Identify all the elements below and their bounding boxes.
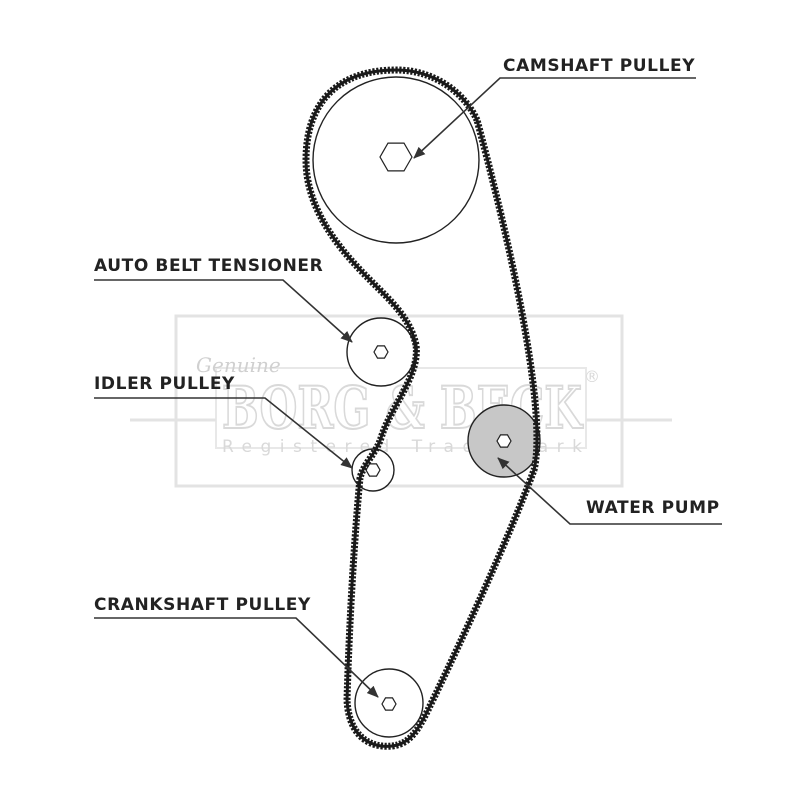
timing-belt-inner xyxy=(304,68,539,748)
water-pump-leader xyxy=(497,457,722,525)
crankshaft-hub-hexagon xyxy=(381,697,397,711)
tensioner-label: AUTO BELT TENSIONER xyxy=(94,256,323,276)
water-pump-hub-hexagon xyxy=(496,434,512,448)
timing-belt xyxy=(302,66,541,750)
tensioner-hub-hexagon xyxy=(373,345,389,359)
camshaft-label: CAMSHAFT PULLEY xyxy=(503,56,695,76)
watermark-registered-mark: ® xyxy=(584,367,600,386)
camshaft-hub-hexagon xyxy=(379,142,413,172)
watermark-script: Genuine xyxy=(196,353,281,377)
camshaft-leader xyxy=(413,77,696,159)
callout-water-pump: WATER PUMP xyxy=(497,457,722,525)
water-pump xyxy=(467,404,541,478)
auto-belt-tensioner xyxy=(346,317,416,387)
camshaft-pulley xyxy=(312,76,480,244)
idler-pulley xyxy=(351,448,395,492)
callout-crankshaft: CRANKSHAFT PULLEY xyxy=(94,595,379,698)
crankshaft-pulley xyxy=(354,668,424,738)
callout-idler: IDLER PULLEY xyxy=(94,374,353,469)
idler-label: IDLER PULLEY xyxy=(94,374,235,394)
crankshaft-leader xyxy=(94,617,379,698)
water-pump-label: WATER PUMP xyxy=(586,498,720,518)
callout-tensioner: AUTO BELT TENSIONER xyxy=(94,256,353,343)
crankshaft-label: CRANKSHAFT PULLEY xyxy=(94,595,311,615)
idler-leader xyxy=(94,397,353,469)
tensioner-leader xyxy=(94,279,353,343)
callout-camshaft: CAMSHAFT PULLEY xyxy=(413,56,696,159)
